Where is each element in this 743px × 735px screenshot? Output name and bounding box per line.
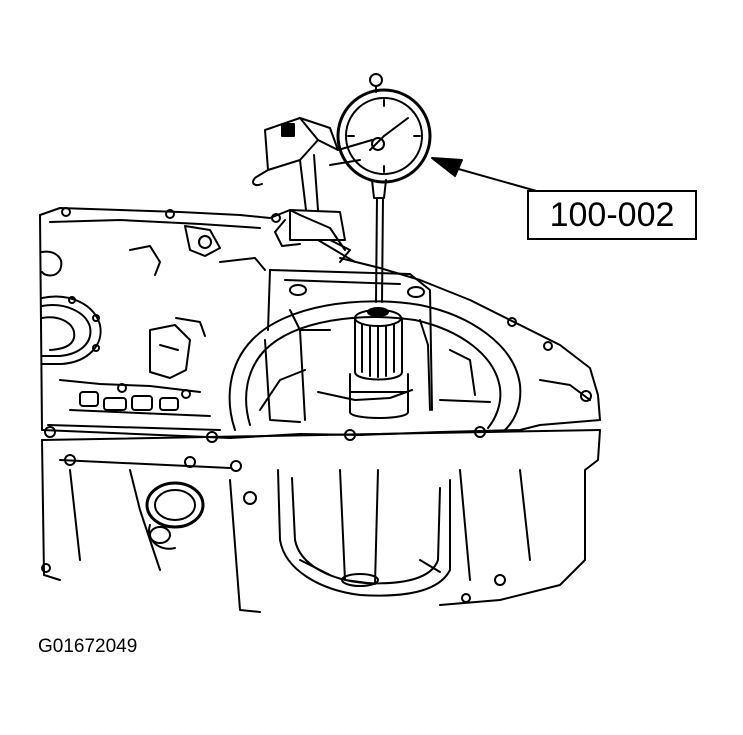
oil-pan [42, 380, 600, 612]
crank-seal-area [42, 252, 101, 364]
figure-id-label: G01672049 [38, 636, 138, 657]
engine-block-upper [40, 208, 600, 442]
block-ribs-left [60, 226, 265, 416]
part-number-label: 100-002 [549, 195, 675, 234]
dial-indicator-icon [253, 74, 430, 302]
shaft-assembly [350, 308, 408, 418]
housing-bore [230, 270, 521, 430]
part-number-callout: 100-002 [527, 190, 697, 240]
arrow-pointer-icon [432, 158, 540, 192]
